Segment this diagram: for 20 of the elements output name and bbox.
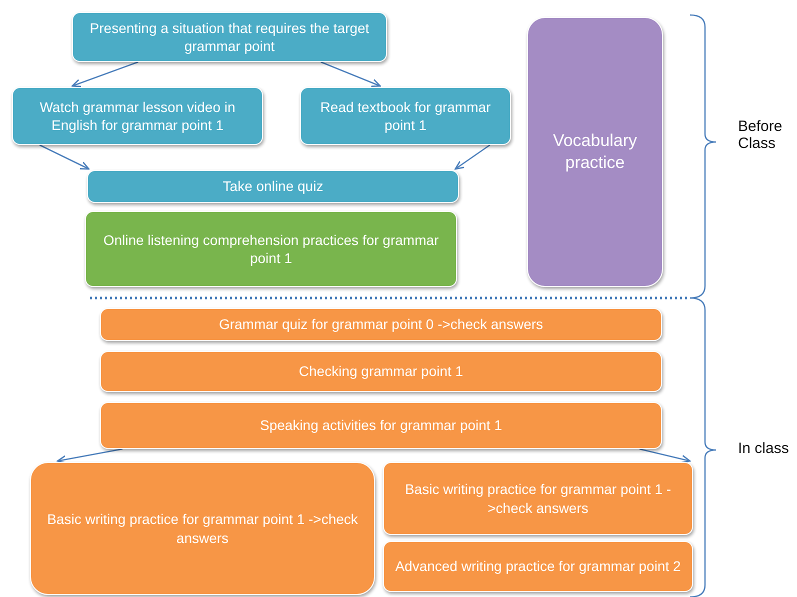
box-text: Watch grammar lesson video in English for grammar point 1 bbox=[38, 98, 236, 134]
section-label: Before Class bbox=[738, 118, 784, 152]
box-text: Online listening comprehension practices for grammar point 1 bbox=[102, 230, 440, 268]
box-text: Take online quiz bbox=[222, 177, 324, 196]
arrow bbox=[39, 144, 90, 170]
box-text: Basic writing practice for grammar point 1 ->check answers bbox=[46, 510, 359, 547]
box-text: Read textbook for grammar point 1 bbox=[319, 98, 492, 134]
box-text: Presenting a situation that requires the target grammar point bbox=[88, 18, 370, 56]
section-label: In class bbox=[738, 440, 790, 457]
arrow bbox=[320, 61, 381, 87]
box-text: Checking grammar point 1 bbox=[298, 362, 464, 381]
box-text: Vocabulary practice bbox=[552, 130, 638, 174]
arrow bbox=[72, 61, 138, 88]
arrow bbox=[639, 448, 691, 464]
box-text: Grammar quiz for grammar point 0 ->check answers bbox=[218, 315, 544, 334]
box-text: Advanced writing practice for grammar point 2 bbox=[395, 557, 681, 576]
box-text: Speaking activities for grammar point 1 bbox=[260, 416, 502, 435]
arrow bbox=[56, 448, 123, 464]
box-text: Basic writing practice for grammar point 1 ->check answers bbox=[404, 480, 672, 517]
arrow bbox=[454, 144, 490, 170]
